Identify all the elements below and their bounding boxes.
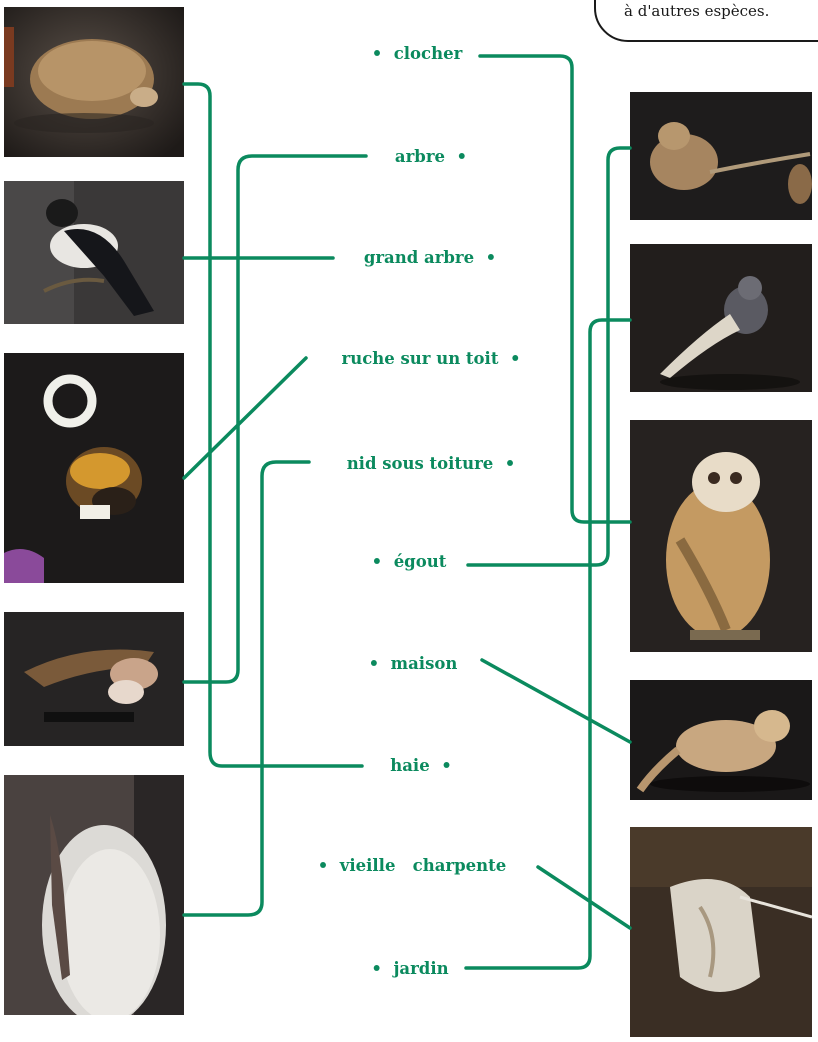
link-hedgehog-haie bbox=[182, 82, 364, 768]
photo-rat[interactable] bbox=[630, 92, 812, 220]
word-clocher[interactable]: • clocher bbox=[371, 44, 463, 63]
word-arbre-label: arbre bbox=[394, 147, 446, 166]
word-haie[interactable]: haie • bbox=[390, 756, 452, 775]
link-swallow-arbre bbox=[182, 154, 368, 684]
word-haie-label: haie bbox=[390, 756, 430, 775]
word-egout-label: égout bbox=[393, 552, 447, 571]
photo-marten[interactable] bbox=[630, 680, 812, 800]
word-grand-arbre[interactable]: grand arbre • bbox=[363, 248, 497, 267]
photo-bumblebee[interactable] bbox=[4, 353, 184, 583]
callout-text: à d'autres espèces. bbox=[624, 2, 770, 20]
word-clocher-label: clocher bbox=[393, 44, 463, 63]
word-nid-sous-toiture[interactable]: nid sous toiture • bbox=[346, 454, 516, 473]
photo-hedgehog[interactable] bbox=[4, 7, 184, 157]
photo-bat[interactable] bbox=[630, 827, 812, 1037]
word-egout[interactable]: • égout bbox=[371, 552, 447, 571]
word-arbre[interactable]: arbre • bbox=[394, 147, 468, 166]
photo-pigeon[interactable] bbox=[630, 244, 812, 392]
word-maison-label: maison bbox=[390, 654, 458, 673]
photo-magpie[interactable] bbox=[4, 181, 184, 324]
photo-swift[interactable] bbox=[4, 775, 184, 1015]
word-ruche[interactable]: ruche sur un toit • bbox=[341, 349, 521, 368]
link-swift-nid bbox=[182, 460, 311, 917]
photo-swallow[interactable] bbox=[4, 612, 184, 746]
photo-barn-owl[interactable] bbox=[630, 420, 812, 652]
word-nid-label: nid sous toiture bbox=[346, 454, 494, 473]
word-jardin[interactable]: • jardin bbox=[371, 959, 449, 978]
word-grand-arbre-label: grand arbre bbox=[363, 248, 475, 267]
word-jardin-label: jardin bbox=[393, 959, 449, 978]
word-vieille-charpente[interactable]: • vieille charpente bbox=[317, 856, 507, 875]
callout-box bbox=[594, 0, 818, 42]
word-ruche-label: ruche sur un toit bbox=[341, 349, 499, 368]
link-charpente-bat bbox=[536, 865, 632, 930]
link-bumblebee-ruche bbox=[182, 356, 308, 480]
word-maison[interactable]: • maison bbox=[368, 654, 458, 673]
link-maison-marten bbox=[480, 658, 632, 744]
word-charpente-label: vieille charpente bbox=[339, 856, 507, 875]
